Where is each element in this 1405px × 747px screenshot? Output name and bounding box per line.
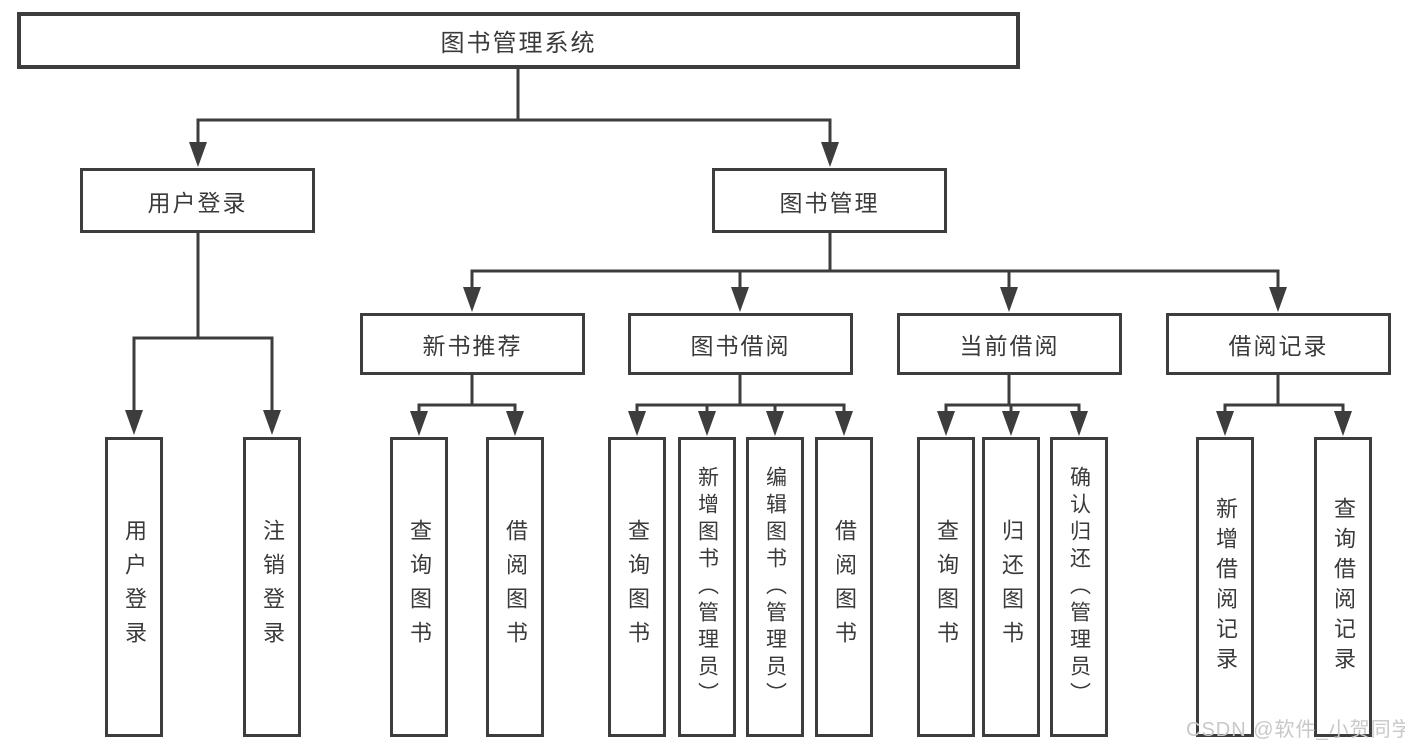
leaf-user-login: 用户登录 [105,437,163,737]
leaf-edit-books-admin: 编辑图书（管理员） [746,437,804,737]
arrow-down-icon [1002,411,1020,436]
arrow-down-icon [410,411,428,436]
node-new-book-recommend: 新书推荐 [360,313,585,375]
arrow-down-icon [1334,411,1352,436]
leaf-query-books-3: 查询图书 [917,437,975,737]
arrow-down-icon [835,411,853,436]
leaf-query-books-1: 查询图书 [390,437,448,737]
leaf-borrow-books-1: 借阅图书 [486,437,544,737]
arrow-down-icon [463,287,481,312]
leaf-logout: 注销登录 [243,437,301,737]
node-borrow-records: 借阅记录 [1166,313,1391,375]
leaf-query-borrow-record: 查询借阅记录 [1314,437,1372,737]
arrow-down-icon [189,142,207,167]
arrow-down-icon [628,411,646,436]
node-user-login: 用户登录 [80,168,315,233]
node-book-borrow: 图书借阅 [628,313,853,375]
arrow-down-icon [821,142,839,167]
node-book-management: 图书管理 [712,168,947,233]
leaf-query-books-2: 查询图书 [608,437,666,737]
arrow-down-icon [263,410,281,435]
arrow-down-icon [766,411,784,436]
arrow-down-icon [698,411,716,436]
arrow-down-icon [125,410,143,435]
arrow-down-icon [1070,411,1088,436]
leaf-add-borrow-record: 新增借阅记录 [1196,437,1254,737]
leaf-add-books-admin: 新增图书（管理员） [678,437,736,737]
arrow-down-icon [1216,411,1234,436]
arrow-down-icon [506,411,524,436]
leaf-borrow-books-2: 借阅图书 [815,437,873,737]
leaf-confirm-return-admin: 确认归还（管理员） [1050,437,1108,737]
node-root: 图书管理系统 [17,12,1020,69]
arrow-down-icon [937,411,955,436]
arrowheads [125,142,1352,436]
connector-path [132,67,1345,415]
node-current-borrow: 当前借阅 [897,313,1122,375]
arrow-down-icon [731,287,749,312]
arrow-down-icon [1269,287,1287,312]
leaf-return-books: 归还图书 [982,437,1040,737]
csdn-watermark: CSDN @软件_小贺同学 [1186,719,1405,741]
arrow-down-icon [1000,287,1018,312]
